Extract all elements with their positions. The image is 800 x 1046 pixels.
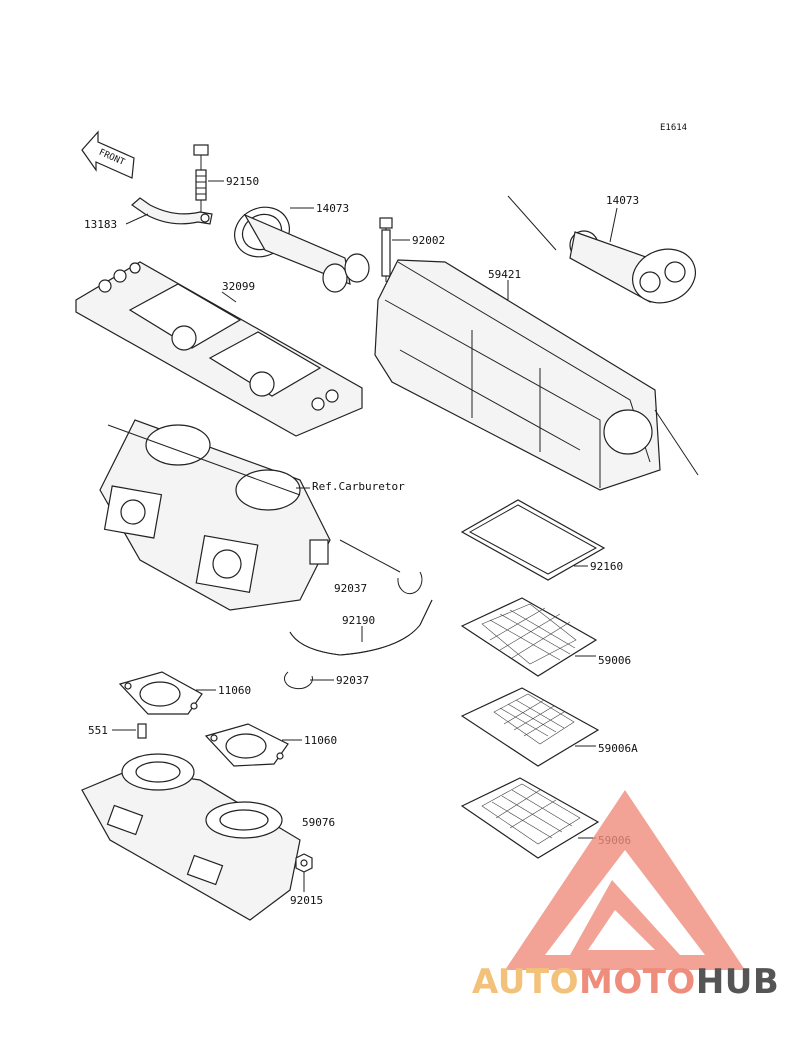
hose-92190 [289, 599, 433, 656]
diagram-code: E1614 [660, 123, 687, 133]
watermark-logo-icon [505, 790, 745, 970]
screen-59006-upper [460, 597, 598, 677]
bracket-13183 [131, 197, 213, 225]
label-92037-upper: 92037 [334, 582, 367, 595]
gasket-92160 [460, 499, 606, 581]
intake-manifold-59076 [81, 753, 301, 921]
clip-92037-lower [284, 671, 313, 690]
air-box-59421 [374, 259, 661, 491]
flame-arrester-plate-32099 [75, 261, 363, 437]
dowel-pin-551 [137, 723, 147, 739]
label-59006-upper: 59006 [598, 654, 631, 667]
label-14073-left: 14073 [316, 202, 349, 215]
label-13183: 13183 [84, 218, 117, 231]
nut-92015 [295, 853, 313, 873]
screen-59006A [460, 687, 600, 767]
watermark-auto: AUTO [472, 962, 579, 1002]
gasket-11060-lower [204, 723, 289, 767]
label-92015: 92015 [290, 894, 323, 907]
label-92150: 92150 [226, 175, 259, 188]
label-14073-right: 14073 [606, 194, 639, 207]
label-11060-lower: 11060 [304, 734, 337, 747]
front-arrow-icon: FRONT [81, 130, 135, 179]
bolt-92002 [379, 217, 393, 282]
watermark-moto: MOTO [578, 962, 696, 1002]
intake-duct-14073-right [569, 230, 696, 304]
label-92002: 92002 [412, 234, 445, 247]
gasket-11060-upper [118, 671, 203, 715]
label-92037-lower: 92037 [336, 674, 369, 687]
label-32099: 32099 [222, 280, 255, 293]
screen-59006-lower [460, 777, 600, 859]
carburetor-assembly [99, 419, 331, 611]
label-92160: 92160 [590, 560, 623, 573]
label-92190: 92190 [342, 614, 375, 627]
label-ref-carburetor: Ref.Carburetor [312, 480, 405, 493]
label-11060-upper: 11060 [218, 684, 251, 697]
label-59076: 59076 [302, 816, 335, 829]
bolt-92150 [193, 144, 209, 215]
intake-duct-14073-left [234, 206, 370, 293]
label-551: 551 [88, 724, 108, 737]
watermark-hub: HUB [695, 962, 780, 1002]
label-59006A: 59006A [598, 742, 638, 755]
clip-92037-upper [397, 571, 423, 595]
watermark-text: AUTOMOTOHUB [472, 962, 779, 1002]
label-59421: 59421 [488, 268, 521, 281]
